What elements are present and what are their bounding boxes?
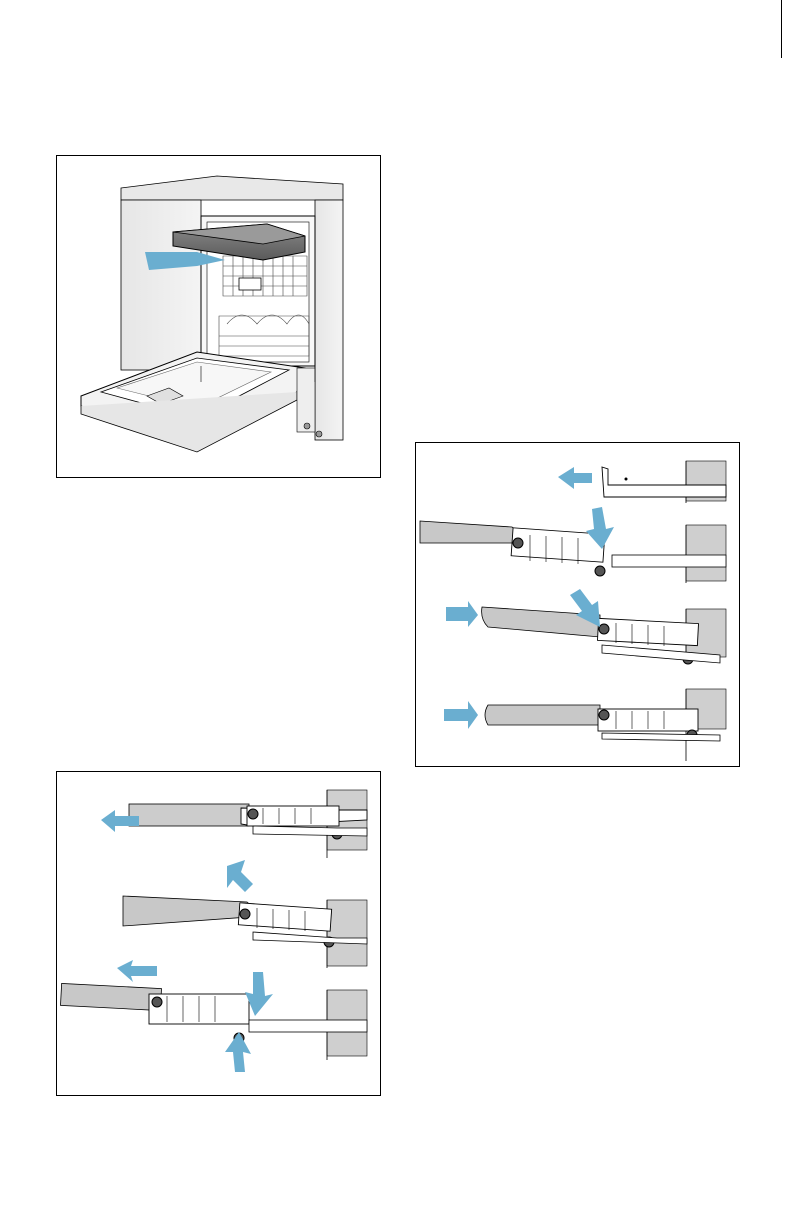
left-cabinet: [121, 200, 201, 370]
crop-mark: [781, 0, 782, 58]
figure-dishwasher: [56, 155, 381, 478]
figure-rail-installation: [415, 442, 740, 767]
rail-removal-illustration: [57, 772, 380, 1095]
arrow-right-icon-2: [444, 701, 478, 729]
rail-installation-illustration: [416, 443, 739, 766]
arrow-right-icon: [446, 601, 478, 627]
arrow-left-icon: [558, 467, 592, 489]
right-cabinet: [315, 200, 343, 440]
arrow-left-icon-2: [117, 960, 157, 982]
figure-rail-removal: [56, 771, 381, 1096]
dishwasher-illustration: [57, 156, 380, 477]
arrow-up-icon: [227, 860, 253, 892]
arrow-press-up-icon: [225, 1032, 251, 1072]
